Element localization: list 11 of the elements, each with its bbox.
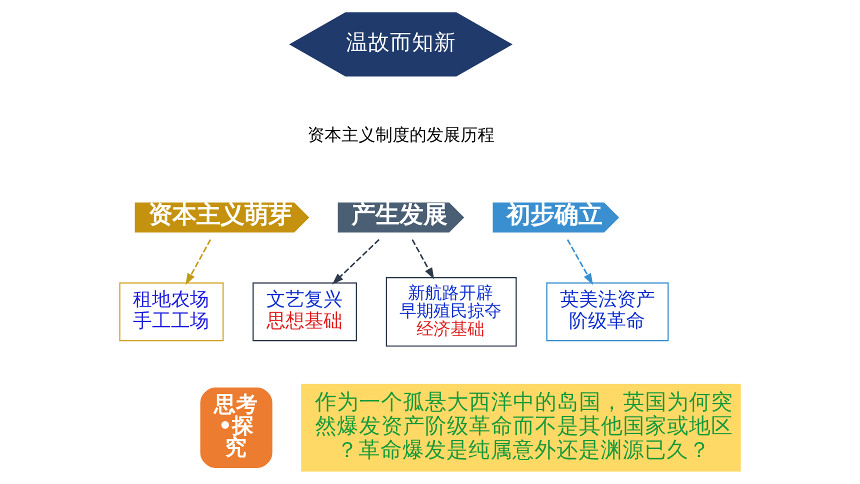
node-box: 作为一个孤悬大西洋中的岛国，英国为何突然爆发资产阶级革命而不是其他国家或地区？革命爆发是纯属意外还是渊源已久？ [301,384,741,472]
node-box: 文艺复兴 思想基础 [252,282,358,342]
node-box: 新航路开辟 早期殖民掠夺 经济基础 [386,276,517,347]
label: 资本主义制度的发展历程 [307,124,494,144]
node-box: 英美法资产阶级革命 [546,282,669,342]
arrow [186,239,212,285]
arrow [412,239,434,280]
arrow [566,239,594,285]
arrow [332,239,380,285]
node-box: 租地农场 手工工场 [119,282,224,342]
node-box: 思考•探究 [200,388,272,468]
